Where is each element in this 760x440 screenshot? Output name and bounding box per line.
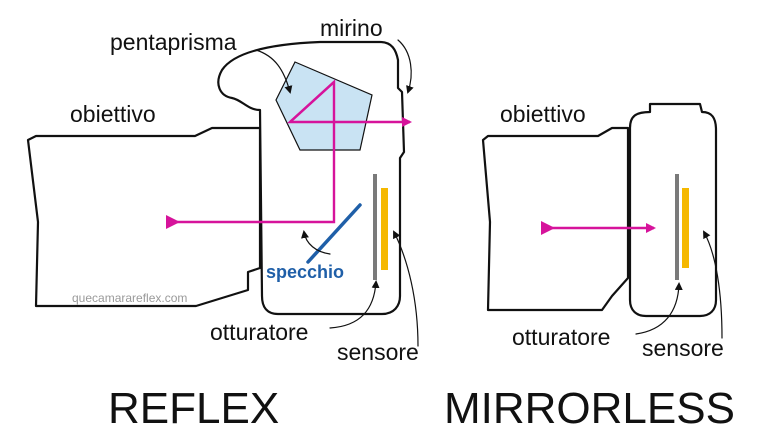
mirrorless-title: MIRRORLESS — [444, 384, 735, 433]
reflex-lens-barrel — [26, 126, 262, 308]
reflex-light-diagonal — [289, 81, 335, 123]
reflex-title: REFLEX — [108, 384, 279, 433]
pentaprism-shape — [275, 61, 373, 151]
reflex-shutter-leader — [329, 280, 380, 329]
mirrorless-light-entry-arrow — [541, 221, 555, 235]
reflex-mirror — [306, 203, 362, 264]
viewfinder-leader — [397, 39, 414, 94]
reflex-section: pentaprisma mirino obiettivo specchio ot… — [26, 15, 419, 433]
mirrorless-shutter-leader — [635, 282, 683, 335]
mirror-leader — [301, 230, 331, 255]
watermark: quecamarareflex.com — [72, 291, 187, 305]
reflex-light-entry-arrow — [166, 215, 180, 229]
mirrorless-sensor-leader — [703, 230, 723, 339]
mirrorless-shutter-label: otturatore — [512, 324, 610, 350]
reflex-lens-label: obiettivo — [70, 101, 156, 127]
mirrorless-section: obiettivo otturatore sensore MIRRORLESS — [444, 101, 735, 433]
mirrorless-camera-body — [628, 102, 718, 318]
pentaprism-label: pentaprisma — [110, 29, 237, 55]
pentaprism-leader — [255, 49, 293, 94]
mirrorless-lens-barrel — [481, 126, 630, 312]
mirrorless-sensor-label: sensore — [642, 335, 724, 361]
mirrorless-sensor — [682, 188, 689, 268]
reflex-sensor — [381, 188, 388, 270]
viewfinder-label: mirino — [320, 15, 383, 41]
reflex-shutter-label: otturatore — [210, 319, 308, 345]
reflex-sensor-leader — [393, 230, 419, 347]
mirrorless-lens-label: obiettivo — [500, 101, 586, 127]
mirror-label: specchio — [266, 262, 344, 282]
reflex-sensor-label: sensore — [337, 339, 419, 365]
